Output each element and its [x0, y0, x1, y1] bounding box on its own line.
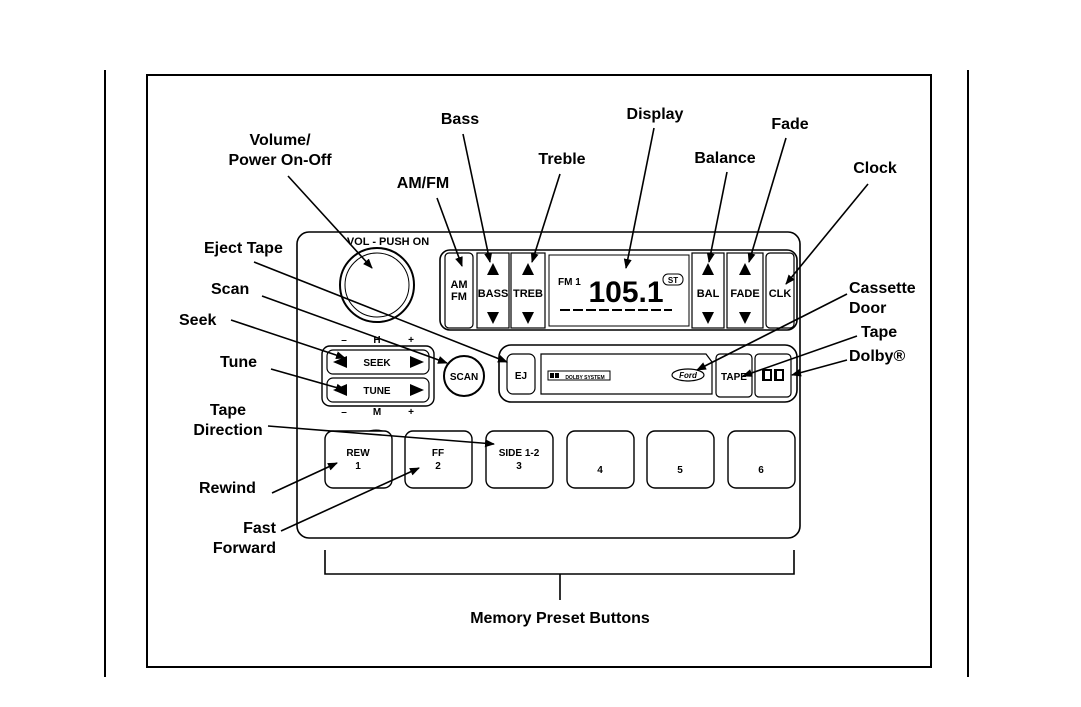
- h-label: H: [373, 335, 380, 346]
- brand-label: Ford: [679, 371, 698, 380]
- eject-tape-callout: Eject Tape: [204, 240, 283, 257]
- preset-button-2[interactable]: [404, 430, 473, 489]
- preset-button-4[interactable]: [566, 430, 635, 489]
- left-page-rule: [104, 70, 106, 677]
- preset-button-6[interactable]: [727, 430, 796, 489]
- preset-3-num: 3: [516, 461, 522, 472]
- clock-callout: Clock: [853, 160, 897, 177]
- dolby-system-label: DOLBY SYSTEM: [565, 375, 604, 381]
- preset-button-1[interactable]: [324, 430, 393, 489]
- tape-direction-callout: Tape Direction: [193, 402, 263, 439]
- m-label: M: [373, 407, 381, 418]
- am-fm-button[interactable]: [444, 252, 474, 329]
- preset-6-num: 6: [758, 465, 764, 476]
- seek-rocker[interactable]: [326, 349, 430, 375]
- preset-1-top: REW: [346, 448, 370, 459]
- cassette-door-callout: Cassette Door: [849, 280, 916, 317]
- memory-preset-callout: Memory Preset Buttons: [470, 610, 650, 627]
- scan-callout: Scan: [211, 281, 250, 298]
- tape-label: TAPE: [721, 372, 747, 383]
- leader-lines: [230, 127, 869, 532]
- right-page-rule: [967, 70, 969, 677]
- treble-callout: Treble: [538, 151, 586, 168]
- clk-label: CLK: [769, 288, 792, 300]
- scan-button[interactable]: [443, 355, 485, 397]
- eject-button[interactable]: [506, 353, 536, 395]
- preset-2-top: FF: [432, 448, 444, 459]
- preset-button-5[interactable]: [646, 430, 715, 489]
- display-screen: [548, 254, 690, 327]
- ford-logo: [671, 368, 705, 382]
- ej-label: EJ: [515, 371, 527, 382]
- frequency-readout: 105.1: [588, 276, 663, 309]
- seek-callout: Seek: [179, 312, 217, 329]
- rocker-arrows: [487, 263, 751, 324]
- fast-forward-callout: Fast Forward: [212, 520, 276, 557]
- treb-label: TREB: [513, 288, 543, 300]
- plus-bottom-label: +: [408, 407, 414, 418]
- am-fm-callout: AM/FM: [396, 175, 450, 192]
- figure-frame: [146, 74, 932, 668]
- tape-callout: Tape: [861, 324, 898, 341]
- stereo-indicator: [662, 273, 684, 286]
- fade-label: FADE: [730, 288, 759, 300]
- plus-top-label: +: [408, 335, 414, 346]
- stereo-label: ST: [668, 276, 678, 285]
- preset-5-num: 5: [677, 465, 683, 476]
- dolby-button[interactable]: [754, 353, 792, 398]
- cassette-door[interactable]: [540, 353, 713, 395]
- preset-button-3[interactable]: [485, 430, 554, 489]
- tune-rocker[interactable]: [326, 377, 430, 403]
- am-label: AM: [450, 279, 467, 291]
- volume-power-callout: Volume/ Power On-Off: [228, 132, 332, 169]
- minus-bottom-label: –: [341, 407, 347, 418]
- preset-2-num: 2: [435, 461, 441, 472]
- seek-label: SEEK: [363, 358, 391, 369]
- rewind-callout: Rewind: [199, 480, 256, 497]
- balance-callout: Balance: [694, 150, 756, 167]
- tune-label: TUNE: [363, 386, 391, 397]
- preset-1-num: 1: [355, 461, 361, 472]
- tune-callout: Tune: [220, 354, 258, 371]
- bal-label: BAL: [697, 288, 720, 300]
- fade-callout: Fade: [771, 116, 809, 133]
- dolby-icon: [762, 369, 784, 381]
- band-readout: FM 1: [558, 277, 581, 288]
- memory-preset-bracket: [324, 550, 795, 600]
- fm-label: FM: [451, 291, 467, 303]
- scan-label: SCAN: [450, 372, 478, 383]
- preset-3-top: SIDE 1-2: [499, 448, 540, 459]
- dolby-callout: Dolby®: [849, 348, 906, 365]
- bass-callout: Bass: [440, 111, 480, 128]
- vol-push-on-label: VOL - PUSH ON: [347, 236, 429, 248]
- display-callout: Display: [626, 106, 684, 123]
- minus-top-label: –: [341, 335, 347, 346]
- preset-4-num: 4: [597, 465, 603, 476]
- bass-label: BASS: [478, 288, 509, 300]
